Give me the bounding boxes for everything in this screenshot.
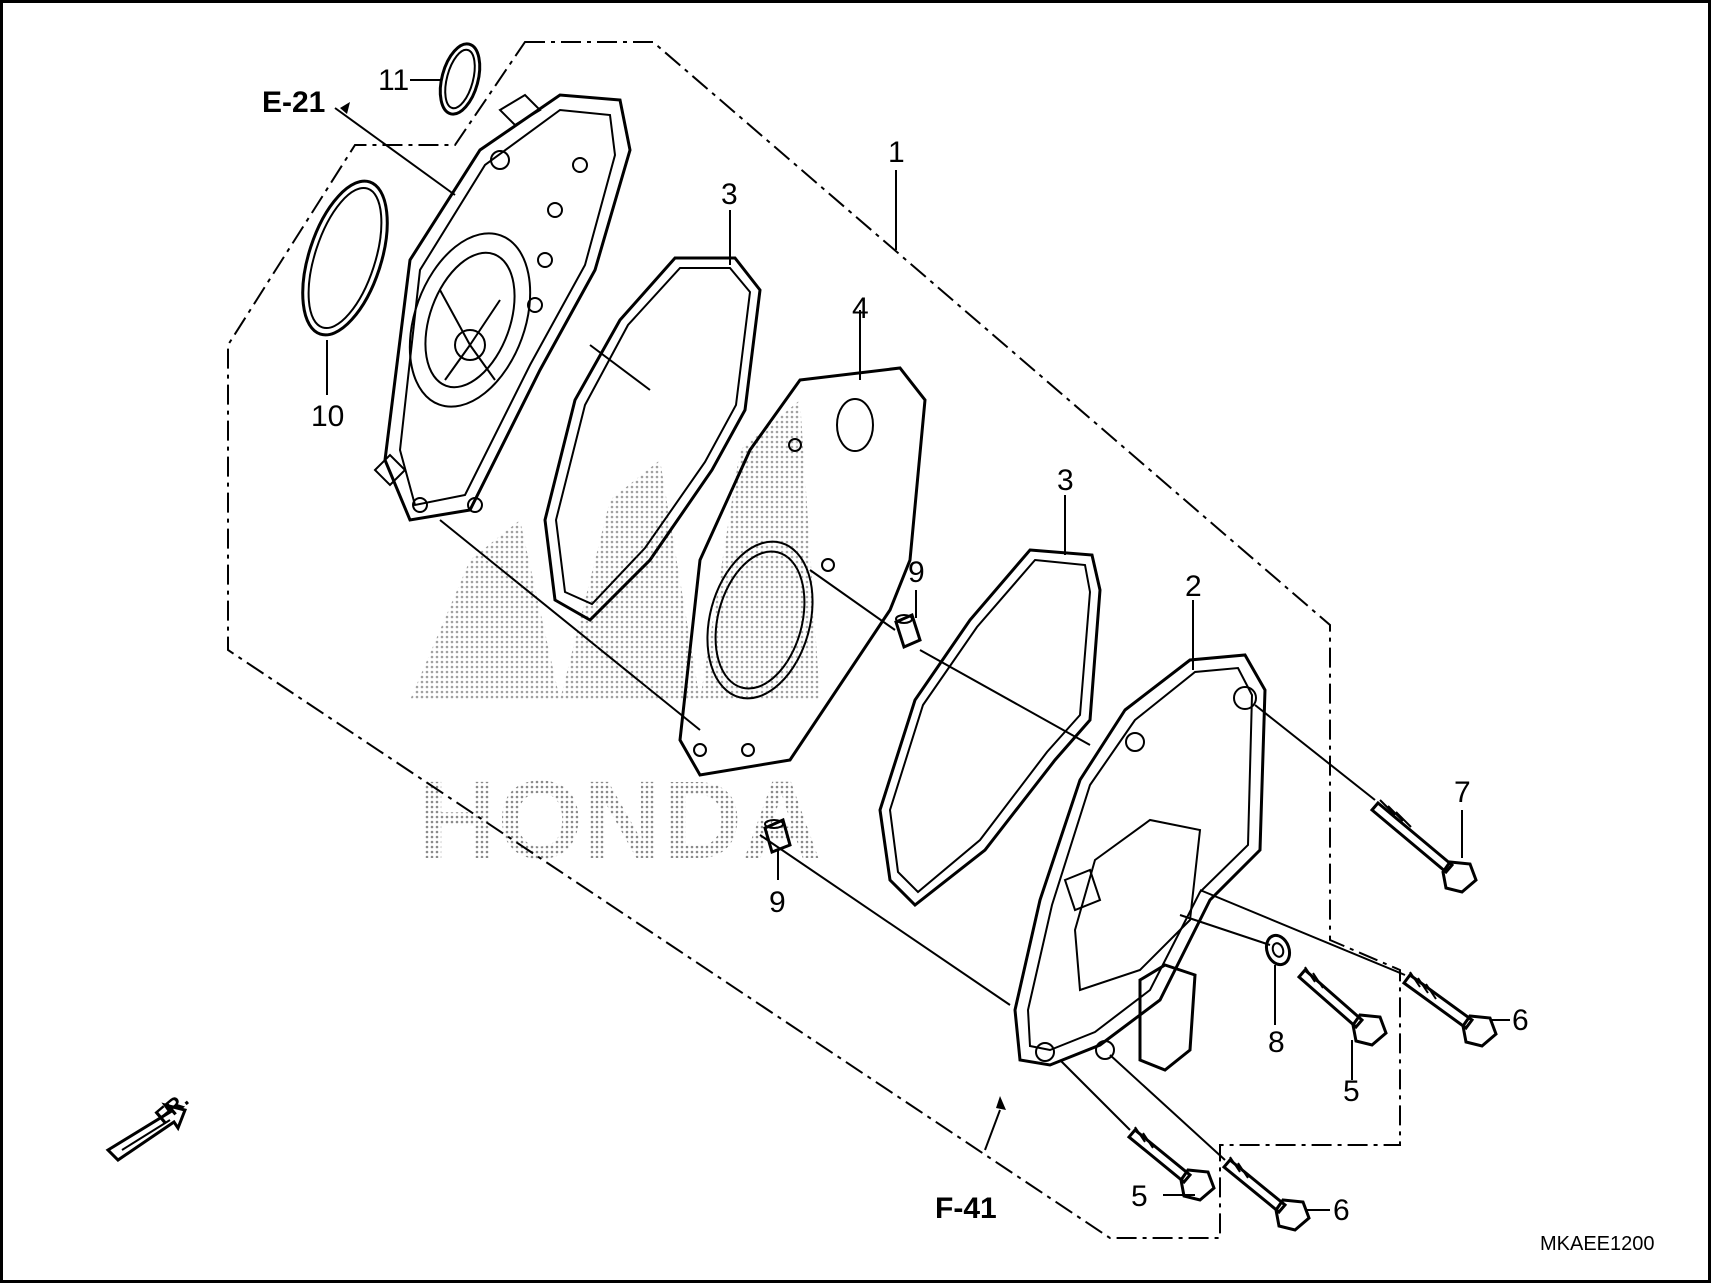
watermark-text: HONDA [418,759,821,882]
callout-3-upper: 3 [721,178,738,211]
callout-2: 2 [1185,570,1202,603]
callout-1: 1 [888,136,905,169]
reference-f41: F-41 [935,1096,1006,1225]
bolt-5-bottom [1126,1126,1216,1202]
gasket-upper-inner [554,267,752,606]
assembly-lines [439,344,1406,1161]
callout-11: 11 [378,64,409,97]
callout-4: 4 [852,292,869,325]
front-direction-arrow: FR. [105,1087,193,1162]
gasket-lower [878,548,1102,908]
callout-5-right: 5 [1343,1075,1360,1108]
bolt-7 [1369,799,1478,894]
separator-plate [678,366,927,777]
dowel-pin-upper [894,612,922,650]
callout-10: 10 [311,400,344,433]
o-ring-large-inner [307,186,383,330]
bolt-5-right [1296,966,1388,1047]
ref-f41-label: F-41 [935,1192,997,1225]
pump-cover [1013,653,1267,1072]
bolt-6-bottom [1221,1156,1311,1232]
reference-e21: E-21 [262,86,350,119]
callout-5-bottom: 5 [1131,1180,1148,1213]
dowel-pin-lower [763,817,792,854]
callout-9-upper: 9 [908,556,925,589]
ref-e21-label: E-21 [262,86,325,119]
pump-body [373,93,632,522]
gasket-lower-inner [888,558,1092,894]
o-ring-small [438,42,482,116]
callout-3-lower: 3 [1057,464,1074,497]
bolt-6-right [1401,971,1498,1048]
callout-7: 7 [1454,776,1471,809]
callout-9-lower: 9 [769,886,786,919]
callout-6-right: 6 [1512,1004,1529,1037]
callout-leaders [326,79,1510,1211]
callouts: 1 2 3 3 4 5 5 6 6 7 8 9 9 10 11 [311,64,1529,1227]
assembly-outline [227,41,1401,1239]
diagram-code: MKAEE1200 [1540,1233,1655,1255]
callout-6-bottom: 6 [1333,1194,1350,1227]
honda-watermark: HONDA [410,400,821,882]
o-ring-small-inner [444,48,476,110]
gasket-upper [543,256,762,622]
callout-8: 8 [1268,1026,1285,1059]
o-ring-large [301,179,389,337]
washer-8 [1264,933,1292,967]
